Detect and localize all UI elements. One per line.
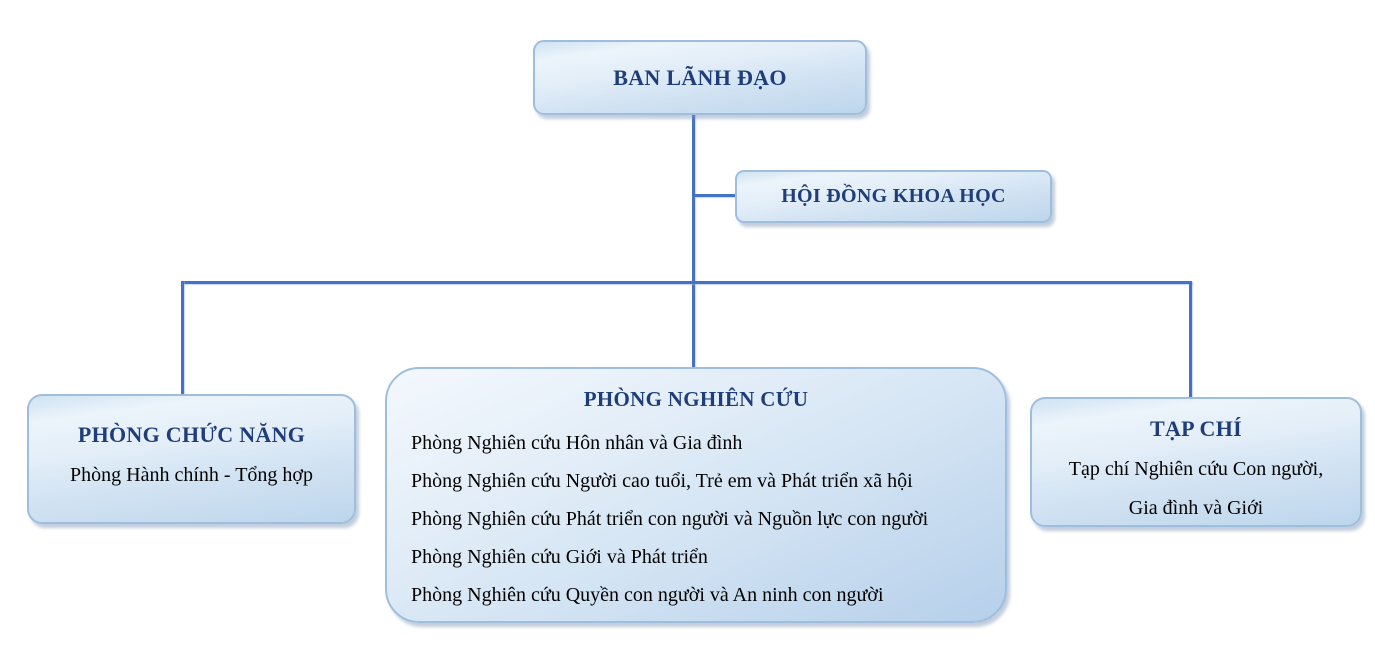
research-item: Phòng Nghiên cứu Người cao tuổi, Trẻ em … [411, 470, 913, 492]
node-scientific-council: HỘI ĐỒNG KHOA HỌC [735, 170, 1052, 223]
connector-main-horizontal [181, 281, 1192, 284]
research-title: PHÒNG NGHIÊN CỨU [583, 387, 809, 411]
research-item: Phòng Nghiên cứu Quyền con người và An n… [411, 584, 884, 606]
node-research-departments: PHÒNG NGHIÊN CỨU Phòng Nghiên cứu Hôn nh… [385, 367, 1007, 623]
connector-functional-drop [181, 281, 184, 395]
journal-title: TẠP CHÍ [1150, 416, 1242, 441]
connector-council-branch [695, 194, 737, 197]
node-leadership: BAN LÃNH ĐẠO [533, 40, 867, 115]
connector-leadership-vertical [692, 113, 695, 369]
functional-subtitle: Phòng Hành chính - Tổng hợp [70, 464, 313, 486]
research-item: Phòng Nghiên cứu Hôn nhân và Gia đình [411, 432, 743, 454]
functional-title: PHÒNG CHỨC NĂNG [77, 422, 306, 447]
research-items-list: Phòng Nghiên cứu Hôn nhân và Gia đình Ph… [387, 424, 1005, 614]
journal-line-1: Tạp chí Nghiên cứu Con người, [1068, 458, 1324, 480]
node-journal: TẠP CHÍ Tạp chí Nghiên cứu Con người, Gi… [1030, 397, 1362, 527]
research-item: Phòng Nghiên cứu Phát triển con người và… [411, 508, 929, 530]
council-title: HỘI ĐỒNG KHOA HỌC [781, 185, 1006, 207]
journal-line-2: Gia đình và Giới [1128, 497, 1264, 519]
connector-journal-drop [1189, 281, 1192, 398]
leadership-title: BAN LÃNH ĐẠO [613, 64, 787, 90]
node-functional-department: PHÒNG CHỨC NĂNG Phòng Hành chính - Tổng … [27, 394, 356, 524]
research-item: Phòng Nghiên cứu Giới và Phát triển [411, 546, 708, 568]
